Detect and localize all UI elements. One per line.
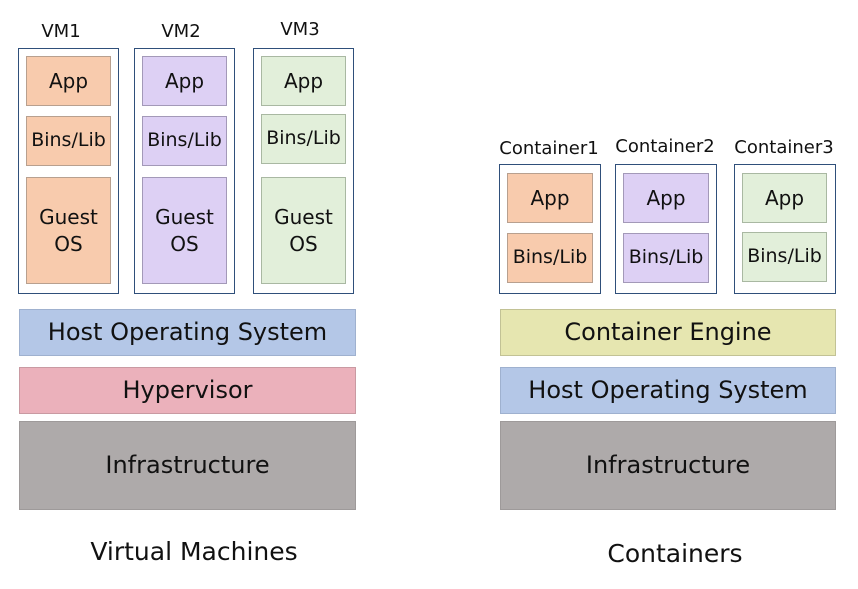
vm-app-block: App <box>261 56 346 106</box>
container-bins-lib-block: Bins/Lib <box>623 233 709 283</box>
container-app-block: App <box>623 173 709 223</box>
vm-caption: Virtual Machines <box>90 537 298 566</box>
container-bins-lib-block: Bins/Lib <box>742 232 827 282</box>
vm-bins-lib-block: Bins/Lib <box>26 116 111 166</box>
container-label: Container2 <box>615 136 715 157</box>
container-label: Container1 <box>499 138 599 159</box>
vm-guest-os-block: Guest OS <box>142 177 227 284</box>
container-caption: Containers <box>607 539 743 568</box>
vm-guest-os-block: Guest OS <box>26 177 111 284</box>
vm-host-os-layer: Host Operating System <box>19 309 356 356</box>
vm-guest-os-block: Guest OS <box>261 177 346 284</box>
container-label: Container3 <box>734 137 834 158</box>
container-app-block: App <box>507 173 593 223</box>
container-app-block: App <box>742 173 827 223</box>
container-engine-layer: Container Engine <box>500 309 836 356</box>
vm-bins-lib-block: Bins/Lib <box>142 116 227 166</box>
vm-label: VM2 <box>161 21 201 42</box>
vm-app-block: App <box>26 56 111 106</box>
vm-infrastructure-layer: Infrastructure <box>19 421 356 510</box>
vm-bins-lib-block: Bins/Lib <box>261 114 346 164</box>
vm-app-block: App <box>142 56 227 106</box>
vm-label: VM3 <box>280 19 320 40</box>
container-host-os-layer: Host Operating System <box>500 367 836 414</box>
container-infrastructure-layer: Infrastructure <box>500 421 836 510</box>
vm-label: VM1 <box>41 21 81 42</box>
hypervisor-layer: Hypervisor <box>19 367 356 414</box>
container-bins-lib-block: Bins/Lib <box>507 233 593 283</box>
